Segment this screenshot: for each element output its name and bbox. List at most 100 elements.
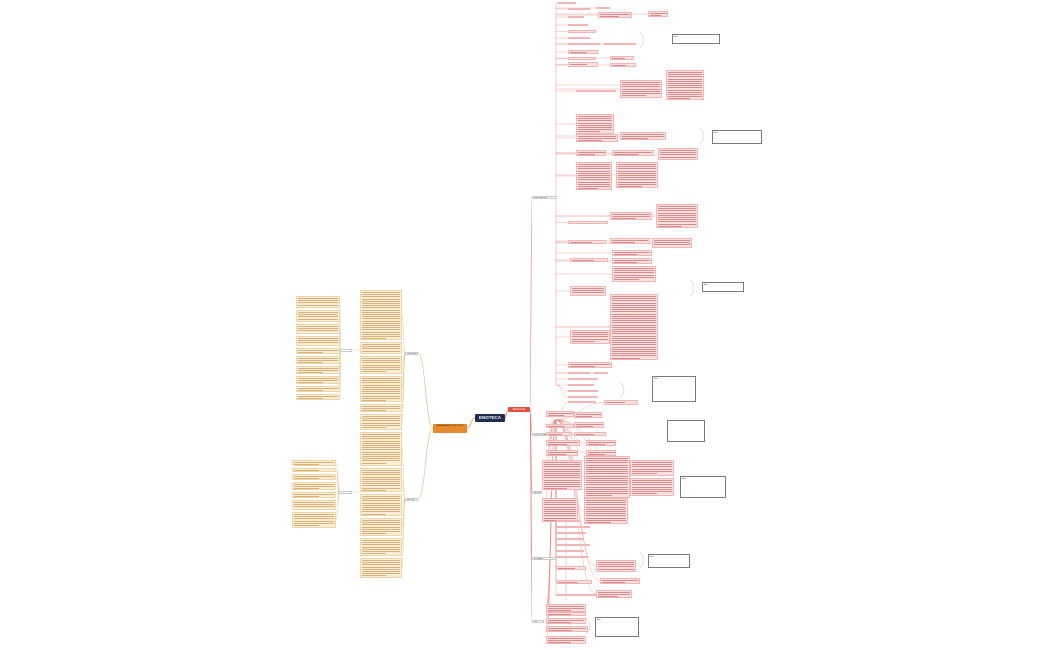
mindmap-node[interactable] xyxy=(556,580,592,584)
mindmap-node[interactable] xyxy=(574,432,606,436)
mindmap-node[interactable] xyxy=(594,372,608,374)
right-branch-vinificazione[interactable]: VINIFICAZIONE xyxy=(532,196,556,199)
mindmap-node[interactable] xyxy=(600,578,640,584)
mindmap-node[interactable] xyxy=(568,240,606,244)
left-branch-regole[interactable]: REGOLE xyxy=(405,498,418,501)
right-main-node[interactable]: ENOLOGIA xyxy=(508,407,530,412)
mindmap-node[interactable] xyxy=(360,538,402,556)
mindmap-node[interactable] xyxy=(568,362,612,368)
left-subbranch-label[interactable] xyxy=(338,491,352,494)
mindmap-node[interactable] xyxy=(584,498,628,524)
mindmap-node[interactable] xyxy=(604,43,636,45)
mindmap-node[interactable] xyxy=(630,478,674,496)
mindmap-node[interactable] xyxy=(556,556,588,558)
mindmap-node[interactable] xyxy=(360,356,402,374)
mindmap-node[interactable] xyxy=(610,63,636,67)
mindmap-node[interactable] xyxy=(296,336,340,346)
mindmap-node[interactable] xyxy=(546,411,574,417)
mindmap-node[interactable] xyxy=(556,544,590,546)
mindmap-node[interactable] xyxy=(546,440,580,446)
mindmap-node[interactable] xyxy=(296,386,340,392)
mindmap-node[interactable] xyxy=(558,2,576,4)
mindmap-node[interactable] xyxy=(360,376,402,402)
mindmap-node[interactable] xyxy=(292,460,336,466)
right-branch-vini-speciali[interactable]: VINI SPECIALI xyxy=(532,620,544,623)
mindmap-node[interactable] xyxy=(576,162,612,190)
mindmap-node[interactable] xyxy=(556,566,586,570)
left-main-node[interactable]: ABBINAMENTI CIBO-VINO xyxy=(433,424,467,433)
mindmap-node[interactable] xyxy=(568,401,596,403)
mindmap-node[interactable] xyxy=(296,356,340,364)
note-box[interactable]: Nota xyxy=(652,376,696,402)
left-subbranch-label[interactable] xyxy=(340,349,352,352)
mindmap-node[interactable] xyxy=(568,30,596,33)
mindmap-node[interactable] xyxy=(570,286,606,296)
mindmap-node[interactable] xyxy=(556,594,596,596)
mindmap-node[interactable] xyxy=(360,468,402,492)
mindmap-node[interactable] xyxy=(598,12,632,18)
note-box[interactable]: Nota xyxy=(595,617,639,637)
mindmap-node[interactable] xyxy=(568,221,608,224)
mindmap-node[interactable] xyxy=(292,468,336,472)
mindmap-node[interactable] xyxy=(576,134,618,142)
root-node[interactable]: ENOTECA xyxy=(475,414,505,422)
mindmap-node[interactable] xyxy=(616,162,658,188)
mindmap-node[interactable] xyxy=(360,432,402,466)
mindmap-node[interactable] xyxy=(360,494,402,516)
mindmap-node[interactable] xyxy=(658,148,698,160)
mindmap-node[interactable] xyxy=(296,324,340,334)
mindmap-node[interactable] xyxy=(648,11,668,17)
mindmap-node[interactable] xyxy=(596,590,632,598)
mindmap-node[interactable] xyxy=(610,212,652,220)
mindmap-node[interactable] xyxy=(556,532,586,534)
mindmap-node[interactable] xyxy=(656,204,698,228)
mindmap-node[interactable] xyxy=(568,62,598,67)
mindmap-node[interactable] xyxy=(586,440,616,446)
mindmap-node[interactable] xyxy=(604,400,638,405)
mindmap-node[interactable] xyxy=(292,492,336,498)
mindmap-node[interactable] xyxy=(568,37,590,39)
mindmap-node[interactable] xyxy=(666,70,704,100)
mindmap-node[interactable] xyxy=(576,114,614,134)
mindmap-node[interactable] xyxy=(292,482,336,490)
mindmap-node[interactable] xyxy=(568,396,598,398)
right-branch-degustazione[interactable]: DEGUSTAZIONE xyxy=(532,491,542,494)
mindmap-node[interactable] xyxy=(360,518,402,536)
mindmap-node[interactable] xyxy=(546,636,586,644)
mindmap-node[interactable] xyxy=(292,474,336,480)
mindmap-node[interactable] xyxy=(574,412,602,418)
mindmap-node[interactable] xyxy=(360,414,402,430)
right-branch-spumanti[interactable]: SPUMANTI xyxy=(532,557,556,560)
note-box[interactable]: Nota xyxy=(648,554,690,568)
note-box[interactable] xyxy=(667,420,705,442)
mindmap-node[interactable] xyxy=(546,432,572,436)
mindmap-node[interactable] xyxy=(596,560,636,572)
mindmap-node[interactable] xyxy=(556,538,584,540)
mindmap-node[interactable] xyxy=(570,330,610,344)
note-box[interactable]: Nota xyxy=(702,282,744,292)
mindmap-node[interactable] xyxy=(612,258,652,264)
mindmap-node[interactable] xyxy=(630,460,674,476)
mindmap-node[interactable] xyxy=(596,7,610,9)
mindmap-node[interactable] xyxy=(296,376,340,384)
note-box[interactable]: Nota xyxy=(672,34,720,44)
mindmap-node[interactable] xyxy=(546,450,578,456)
mindmap-node[interactable] xyxy=(292,500,336,510)
right-branch-viticoltura[interactable]: VITICOLTURA xyxy=(532,433,547,436)
mindmap-node[interactable] xyxy=(612,150,654,156)
mindmap-node[interactable] xyxy=(620,132,666,140)
mindmap-node[interactable] xyxy=(568,50,598,54)
mindmap-node[interactable] xyxy=(360,404,402,412)
mindmap-node[interactable] xyxy=(568,372,590,374)
mindmap-node[interactable] xyxy=(568,57,596,60)
mindmap-node[interactable] xyxy=(610,238,650,244)
mindmap-node[interactable] xyxy=(296,310,340,322)
mindmap-node[interactable] xyxy=(620,80,662,98)
mindmap-node[interactable] xyxy=(296,348,340,354)
mindmap-node[interactable] xyxy=(546,612,586,616)
mindmap-node[interactable] xyxy=(292,512,336,528)
mindmap-node[interactable] xyxy=(652,238,692,248)
left-branch-tecniche[interactable]: TECNICHE xyxy=(405,352,418,355)
mindmap-node[interactable] xyxy=(568,378,598,380)
mindmap-node[interactable] xyxy=(568,43,600,45)
